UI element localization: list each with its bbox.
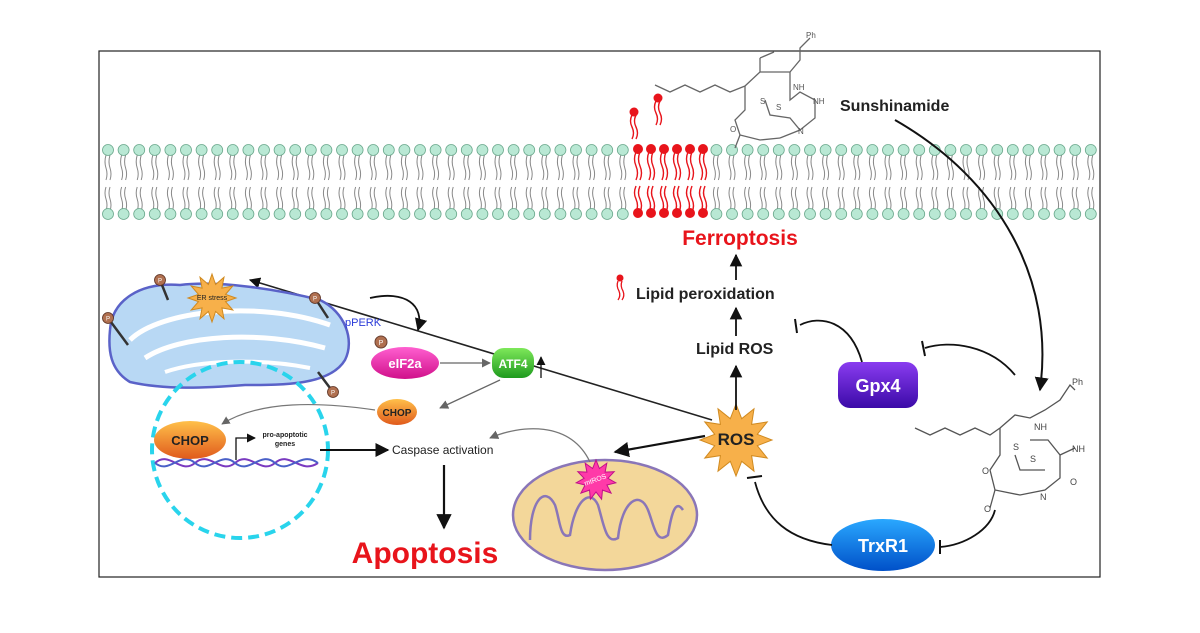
gpx4-inhibit-bar (794, 318, 798, 334)
gpx4-box (838, 362, 918, 408)
pperk-label: pPERK (345, 317, 382, 329)
ros-label: ROS (718, 430, 755, 449)
sunshinamide-structure-bottom (914, 383, 1076, 509)
pro-apoptotic-label-1: pro-apoptotic (262, 432, 307, 439)
arrow-pperk-to-eif2a (369, 294, 428, 332)
atom-ph-bottom: Ph (1072, 377, 1083, 387)
cell-membrane (102, 144, 1097, 220)
sunshinamide-structure-top (654, 37, 816, 149)
svg-text:P: P (313, 297, 317, 303)
pro-apoptotic-label-2: genes (275, 441, 295, 448)
sunshinamide-bottom-atoms: Ph NH NH S S O N O O (982, 377, 1085, 514)
sunshinamide-label: Sunshinamide (840, 98, 949, 115)
atom-o-bottom-2: O (1070, 477, 1077, 487)
arrow-mtros-to-caspase (489, 428, 591, 463)
svg-text:P: P (106, 317, 110, 323)
trxr1-inhibit-ros-bar (746, 475, 763, 479)
atom-s-bottom-1: S (1013, 442, 1019, 452)
trxr1-label: TrxR1 (858, 536, 908, 556)
er-stress-burst (186, 272, 238, 324)
ros-burst (698, 402, 774, 478)
apoptosis-label: Apoptosis (352, 537, 499, 570)
chop-small-ellipse (377, 399, 417, 425)
structure-inhibit-gpx4-bar (921, 340, 926, 357)
er-stress-label: ER stress (197, 295, 228, 302)
peroxidized-lipids (629, 93, 708, 218)
atom-s-top-1: S (760, 97, 765, 106)
lipid-peroxidation-label: Lipid peroxidation (636, 286, 775, 303)
atf4-box (492, 348, 534, 378)
atom-s-bottom-2: S (1030, 454, 1036, 464)
atom-o-bottom-3: O (984, 504, 991, 514)
eif2a-ellipse (371, 347, 439, 379)
atom-o-bottom-1: O (982, 466, 989, 476)
atom-n-bottom: N (1040, 492, 1047, 502)
structure-inhibit-gpx4 (924, 343, 1016, 376)
dna-helix (154, 458, 319, 468)
phospho-receptors: P P P P (102, 274, 339, 398)
chop-small-label: CHOP (383, 408, 412, 419)
sunshinamide-arrow (894, 119, 1049, 392)
atom-nh-bottom-2: NH (1072, 444, 1085, 454)
transcription-arrow (235, 433, 256, 460)
atom-ph-top: Ph (806, 31, 816, 40)
atom-o-top: O (730, 125, 736, 134)
caspase-label: Caspase activation (392, 443, 493, 457)
svg-text:P: P (158, 279, 162, 285)
structure-inhibit-trxr1 (939, 509, 996, 548)
trxr1-ellipse (831, 519, 935, 571)
arrow-ros-to-mito (613, 434, 706, 458)
mtros-burst (574, 458, 618, 501)
atf4-label: ATF4 (498, 357, 527, 371)
lipid-icon (616, 274, 625, 301)
gpx4-inhibit-lipidros (799, 319, 863, 363)
lipid-ros-label: Lipid ROS (696, 341, 774, 358)
arrow-chop-to-nucleus (221, 403, 376, 425)
eif2a-phospho-label: P (379, 340, 384, 347)
atom-n-top: N (798, 127, 804, 136)
atom-nh-bottom-1: NH (1034, 422, 1047, 432)
svg-text:P: P (331, 391, 335, 397)
chop-nucleus-label: CHOP (171, 433, 209, 448)
mitochondrion (511, 458, 699, 572)
sunshinamide-top-atoms: Ph NH NH S S O N (730, 31, 825, 136)
ferroptosis-label: Ferroptosis (682, 227, 798, 250)
trxr1-inhibit-ros (754, 481, 833, 546)
eif2a-label: eIF2a (388, 356, 422, 371)
atom-nh-top-2: NH (813, 97, 825, 106)
gpx4-label: Gpx4 (855, 376, 900, 396)
eif2a-phospho (374, 335, 388, 349)
arrow-atf4-to-chop (439, 379, 501, 409)
atom-s-top-2: S (776, 103, 781, 112)
atom-nh-top-1: NH (793, 83, 805, 92)
chop-nucleus-ellipse (154, 421, 226, 459)
